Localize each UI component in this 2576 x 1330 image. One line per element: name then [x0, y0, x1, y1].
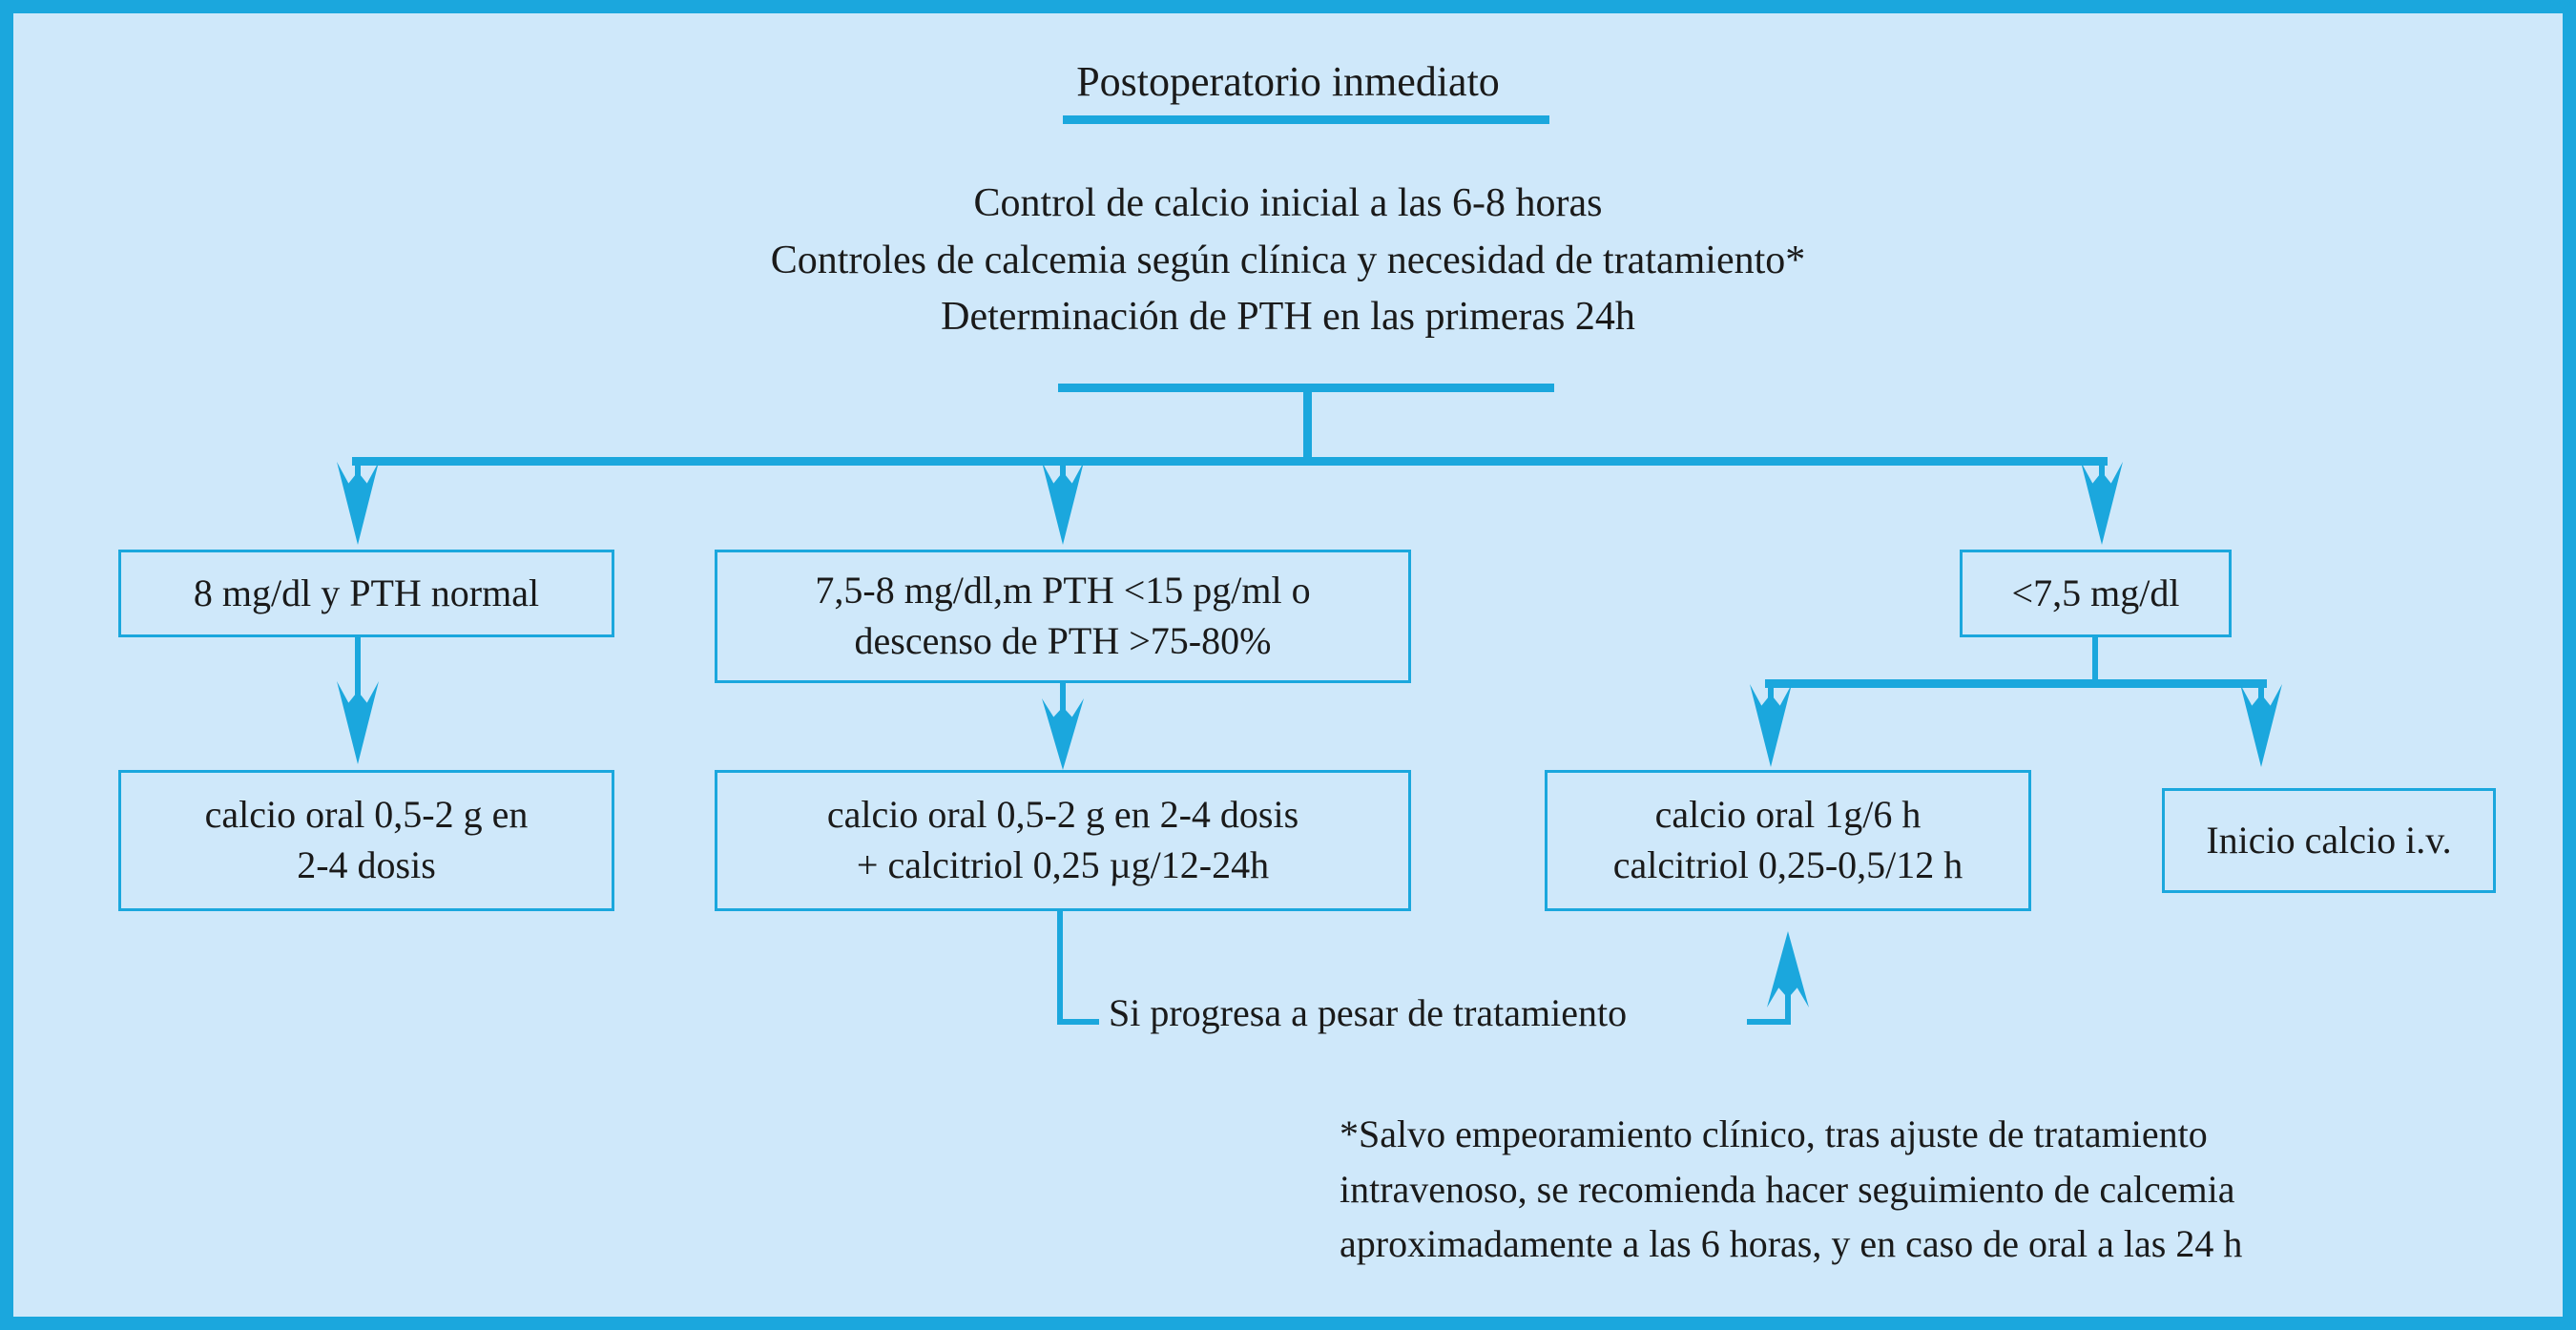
treatment-drop-middle [1060, 683, 1066, 717]
arrow-to-treatment-intensive-oral [1750, 684, 1792, 767]
arrow-to-treatment-oral-calcium [337, 681, 379, 764]
treatment-calcium-calcitriol-line-2: + calcitriol 0,25 µg/12-24h [856, 843, 1270, 886]
treatment-box-intensive-oral[interactable]: calcio oral 1g/6 h calcitriol 0,25-0,5/1… [1545, 770, 2031, 911]
treatment-box-iv-calcium[interactable]: Inicio calcio i.v. [2162, 788, 2496, 893]
header-instructions: Control de calcio inicial a las 6-8 hora… [13, 176, 2563, 346]
feedback-loop-left-elbow [1057, 1019, 1099, 1025]
feedback-loop-down-stem [1057, 911, 1063, 1025]
title-underline [1063, 115, 1549, 124]
treatment-calcium-calcitriol-line-1: calcio oral 0,5-2 g en 2-4 dosis [826, 793, 1299, 837]
criteria-normal-line-1: 8 mg/dl y PTH normal [193, 571, 540, 614]
criteria-moderate-line-2: descenso de PTH >75-80% [854, 619, 1272, 662]
footnote-line-2: intravenoso, se recomienda hacer seguimi… [1340, 1167, 2235, 1211]
treatment-intensive-oral-line-1: calcio oral 1g/6 h [1654, 793, 1922, 837]
criteria-moderate-line-1: 7,5-8 mg/dl,m PTH <15 pg/ml o [815, 569, 1311, 613]
footnote-line-3: aproximadamente a las 6 horas, y en caso… [1340, 1222, 2243, 1266]
criteria-box-moderate[interactable]: 7,5-8 mg/dl,m PTH <15 pg/ml o descenso d… [715, 550, 1411, 683]
treatment-oral-calcium-line-1: calcio oral 0,5-2 g en [204, 793, 529, 837]
treatment-drop-left [355, 637, 361, 695]
arrow-to-treatment-iv-calcium [2240, 684, 2282, 767]
arrow-to-criteria-severe [2081, 462, 2123, 545]
header-line-2: Controles de calcemia según clínica y ne… [770, 238, 1806, 282]
severe-branch-split-bar [1765, 679, 2267, 688]
treatment-oral-calcium-line-2: 2-4 dosis [297, 843, 436, 886]
criteria-distributor-bar [352, 457, 2108, 466]
arrow-to-criteria-normal [337, 462, 379, 545]
treatment-box-calcium-calcitriol[interactable]: calcio oral 0,5-2 g en 2-4 dosis + calci… [715, 770, 1411, 911]
arrow-to-criteria-moderate [1042, 462, 1084, 545]
severe-branch-stem [2092, 637, 2098, 683]
criteria-severe-line-1: <7,5 mg/dl [2011, 571, 2180, 614]
treatment-intensive-oral-line-2: calcitriol 0,25-0,5/12 h [1612, 843, 1963, 886]
arrow-feedback-to-intensive-oral [1767, 931, 1809, 1008]
footnote-line-1: *Salvo empeoramiento clínico, tras ajust… [1340, 1112, 2208, 1155]
arrow-to-treatment-calcium-calcitriol [1042, 698, 1084, 770]
header-line-1: Control de calcio inicial a las 6-8 hora… [973, 181, 1603, 225]
page-title-text: Postoperatorio inmediato [1076, 58, 1500, 105]
criteria-box-severe[interactable]: <7,5 mg/dl [1960, 550, 2232, 637]
footnote: *Salvo empeoramiento clínico, tras ajust… [1340, 1107, 2242, 1272]
header-line-3: Determinación de PTH en las primeras 24h [941, 295, 1635, 340]
header-connector-stem [1303, 384, 1312, 465]
treatment-iv-calcium-line-1: Inicio calcio i.v. [2206, 818, 2452, 862]
feedback-loop-right-elbow [1747, 1019, 1791, 1025]
treatment-box-oral-calcium[interactable]: calcio oral 0,5-2 g en 2-4 dosis [118, 770, 614, 911]
criteria-box-normal[interactable]: 8 mg/dl y PTH normal [118, 550, 614, 637]
page-title: Postoperatorio inmediato [13, 58, 2563, 105]
feedback-loop-label: Si progresa a pesar de tratamiento [1109, 991, 1628, 1034]
